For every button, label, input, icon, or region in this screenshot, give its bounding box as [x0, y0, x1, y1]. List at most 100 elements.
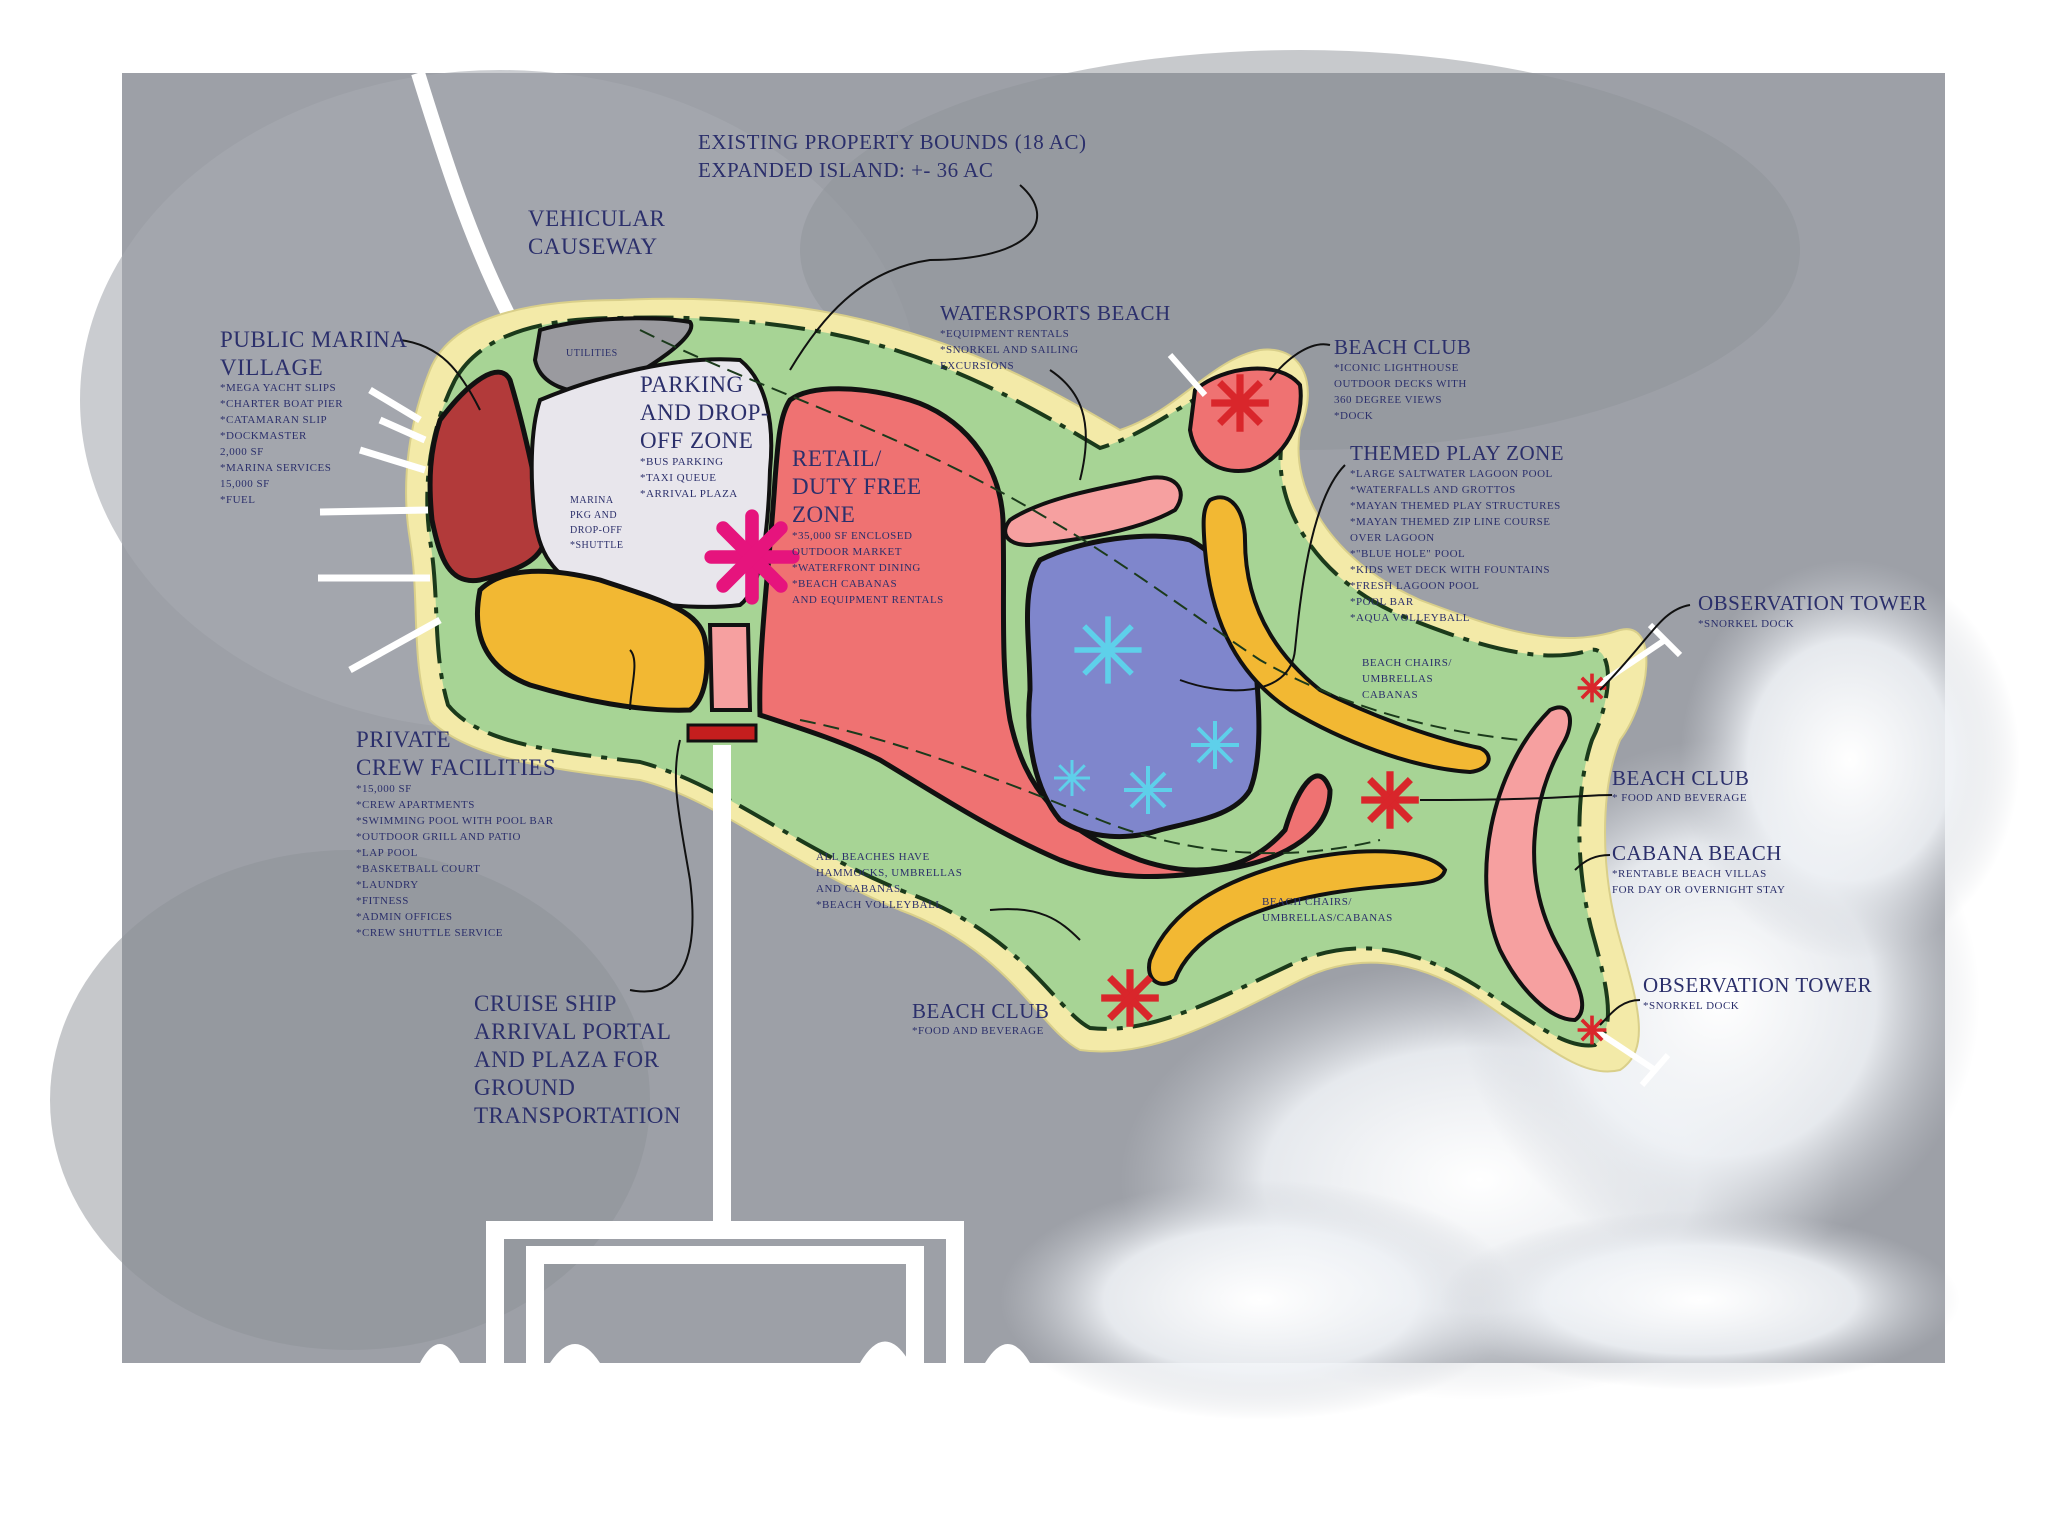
svg-text:GROUND: GROUND [474, 1075, 575, 1100]
retail-label-1: RETAIL/ [792, 446, 882, 471]
retail-label-2: DUTY FREE [792, 474, 922, 499]
leader-lines [399, 184, 1691, 1026]
svg-text:PKG AND: PKG AND [570, 510, 617, 521]
beach-club-e-label: BEACH CLUB [1612, 766, 1749, 790]
parking-label-1: PARKING [640, 372, 744, 397]
retail-notes: *35,000 SF ENCLOSED OUTDOOR MARKET *WATE… [792, 530, 944, 606]
obs-tower-2-note: *SNORKEL DOCK [1643, 1000, 1739, 1012]
svg-text:UMBRELLAS/CABANAS: UMBRELLAS/CABANAS [1262, 912, 1393, 924]
arrival-hub-star-icon [711, 516, 793, 598]
themed-play-label: THEMED PLAY ZONE [1350, 441, 1564, 465]
svg-text:*ICONIC LIGHTHOUSE: *ICONIC LIGHTHOUSE [1334, 362, 1459, 374]
svg-text:*ADMIN OFFICES: *ADMIN OFFICES [356, 911, 453, 923]
svg-text:*MAYAN THEMED ZIP LINE COURSE: *MAYAN THEMED ZIP LINE COURSE [1350, 516, 1551, 528]
svg-text:*35,000 SF ENCLOSED: *35,000 SF ENCLOSED [792, 530, 912, 542]
svg-text:MARINA: MARINA [570, 495, 614, 506]
svg-text:*FRESH LAGOON POOL: *FRESH LAGOON POOL [1350, 580, 1479, 592]
svg-text:EXCURSIONS: EXCURSIONS [940, 360, 1014, 372]
svg-text:15,000 SF: 15,000 SF [220, 478, 270, 490]
beach-club-s-label: BEACH CLUB [912, 999, 1049, 1023]
svg-text:*CHARTER BOAT PIER: *CHARTER BOAT PIER [220, 398, 343, 410]
svg-text:*LARGE SALTWATER LAGOON POOL: *LARGE SALTWATER LAGOON POOL [1350, 468, 1553, 480]
svg-text:*OUTDOOR GRILL AND PATIO: *OUTDOOR GRILL AND PATIO [356, 831, 521, 843]
marina-pkg-notes: MARINA PKG AND DROP-OFF *SHUTTLE [570, 495, 623, 551]
svg-text:DROP-OFF: DROP-OFF [570, 525, 622, 536]
watersports-notes: *EQUIPMENT RENTALS *SNORKEL AND SAILING … [940, 328, 1079, 372]
svg-text:*15,000 SF: *15,000 SF [356, 783, 412, 795]
svg-text:*BUS PARKING: *BUS PARKING [640, 456, 724, 468]
bounds-label-2: EXPANDED ISLAND: +- 36 AC [698, 158, 993, 182]
beach-chairs-notes-1: BEACH CHAIRS/ UMBRELLAS CABANAS [1362, 657, 1452, 701]
svg-text:CRUISE SHIP: CRUISE SHIP [474, 991, 617, 1016]
svg-text:OUTDOOR MARKET: OUTDOOR MARKET [792, 546, 902, 558]
marina-label-2: VILLAGE [220, 355, 323, 380]
svg-text:ARRIVAL PORTAL: ARRIVAL PORTAL [474, 1019, 671, 1044]
retail-zone [757, 386, 1333, 880]
svg-text:CABANAS: CABANAS [1362, 689, 1418, 701]
beach-club-e-note: * FOOD AND BEVERAGE [1612, 792, 1747, 804]
svg-text:*CREW SHUTTLE SERVICE: *CREW SHUTTLE SERVICE [356, 927, 503, 939]
svg-text:*CREW APARTMENTS: *CREW APARTMENTS [356, 799, 475, 811]
cabana-beach-strip [1484, 705, 1585, 1023]
svg-text:360 DEGREE VIEWS: 360 DEGREE VIEWS [1334, 394, 1442, 406]
beach-club-dock [1167, 353, 1208, 397]
parking-label-3: OFF ZONE [640, 428, 753, 453]
beach-club-s-note: *FOOD AND BEVERAGE [912, 1025, 1044, 1037]
causeway-label-1: VEHICULAR [528, 206, 666, 231]
marina-piers [318, 386, 442, 674]
svg-text:BEACH CHAIRS/: BEACH CHAIRS/ [1362, 657, 1452, 669]
svg-text:AND PLAZA FOR: AND PLAZA FOR [474, 1047, 660, 1072]
obs-tower-2-star-icon [1575, 1013, 1609, 1047]
svg-text:2,000 SF: 2,000 SF [220, 446, 264, 458]
themed-play-strip [1201, 495, 1491, 775]
crew-notes: *15,000 SF *CREW APARTMENTS *SWIMMING PO… [356, 783, 553, 939]
bounds-label-1: EXISTING PROPERTY BOUNDS (18 AC) [698, 130, 1086, 154]
walkway-path-2 [799, 719, 1381, 855]
svg-text:*SNORKEL AND SAILING: *SNORKEL AND SAILING [940, 344, 1079, 356]
lagoon-star-icon-3 [1122, 764, 1174, 816]
crew-label-2: CREW FACILITIES [356, 755, 556, 780]
watersports-strip [1003, 475, 1183, 548]
arrival-plaza-zone [707, 623, 753, 712]
svg-text:*EQUIPMENT RENTALS: *EQUIPMENT RENTALS [940, 328, 1069, 340]
svg-text:AND CABANAS: AND CABANAS [816, 883, 901, 895]
observation-dock-se [1593, 1027, 1671, 1087]
obs-tower-1-label: OBSERVATION TOWER [1698, 591, 1927, 615]
marina-notes: *MEGA YACHT SLIPS *CHARTER BOAT PIER *CA… [220, 382, 343, 506]
crew-label-1: PRIVATE [356, 727, 451, 752]
marina-village-zone [427, 369, 548, 584]
causeway-label-2: CAUSEWAY [528, 234, 658, 259]
cabana-beach-notes: *RENTABLE BEACH VILLAS FOR DAY OR OVERNI… [1612, 868, 1785, 896]
svg-text:TRANSPORTATION: TRANSPORTATION [474, 1103, 681, 1128]
svg-text:*WATERFRONT DINING: *WATERFRONT DINING [792, 562, 921, 574]
marina-label-1: PUBLIC MARINA [220, 327, 407, 352]
lagoon-star-icon-2 [1189, 719, 1241, 771]
all-beaches-notes: ALL BEACHES HAVE HAMMOCKS, UMBRELLAS AND… [816, 851, 962, 911]
crew-facilities-zone [474, 568, 710, 713]
svg-text:*POOL BAR: *POOL BAR [1350, 596, 1414, 608]
svg-text:*MARINA SERVICES: *MARINA SERVICES [220, 462, 331, 474]
themed-play-notes: *LARGE SALTWATER LAGOON POOL *WATERFALLS… [1350, 468, 1560, 624]
observation-dock-ne [1593, 622, 1683, 690]
cruise-ship-bows [420, 1341, 1030, 1363]
svg-text:BEACH CHAIRS/: BEACH CHAIRS/ [1262, 896, 1352, 908]
svg-text:*BEACH CABANAS: *BEACH CABANAS [792, 578, 897, 590]
walkway-path [639, 329, 1521, 741]
svg-text:ALL BEACHES HAVE: ALL BEACHES HAVE [816, 851, 930, 863]
svg-text:AND EQUIPMENT RENTALS: AND EQUIPMENT RENTALS [792, 594, 944, 606]
svg-text:*RENTABLE BEACH VILLAS: *RENTABLE BEACH VILLAS [1612, 868, 1767, 880]
beach-club-ne-label: BEACH CLUB [1334, 335, 1471, 359]
svg-text:*LAUNDRY: *LAUNDRY [356, 879, 419, 891]
lagoon-star-icon-1 [1074, 616, 1141, 683]
utilities-label: UTILITIES [566, 348, 618, 359]
beach-chairs-strip-south [1147, 849, 1448, 986]
beach-club-ne-star-icon [1211, 374, 1269, 432]
cabana-beach-label: CABANA BEACH [1612, 841, 1782, 865]
svg-text:*AQUA VOLLEYBALL: *AQUA VOLLEYBALL [1350, 612, 1470, 624]
svg-text:*MEGA YACHT SLIPS: *MEGA YACHT SLIPS [220, 382, 336, 394]
svg-text:*TAXI QUEUE: *TAXI QUEUE [640, 472, 716, 484]
parking-notes: *BUS PARKING *TAXI QUEUE *ARRIVAL PLAZA [640, 456, 737, 500]
beach-club-e-star-icon [1361, 771, 1419, 829]
beach-club-s-star-icon [1101, 969, 1159, 1027]
svg-text:*"BLUE HOLE" POOL: *"BLUE HOLE" POOL [1350, 548, 1465, 560]
